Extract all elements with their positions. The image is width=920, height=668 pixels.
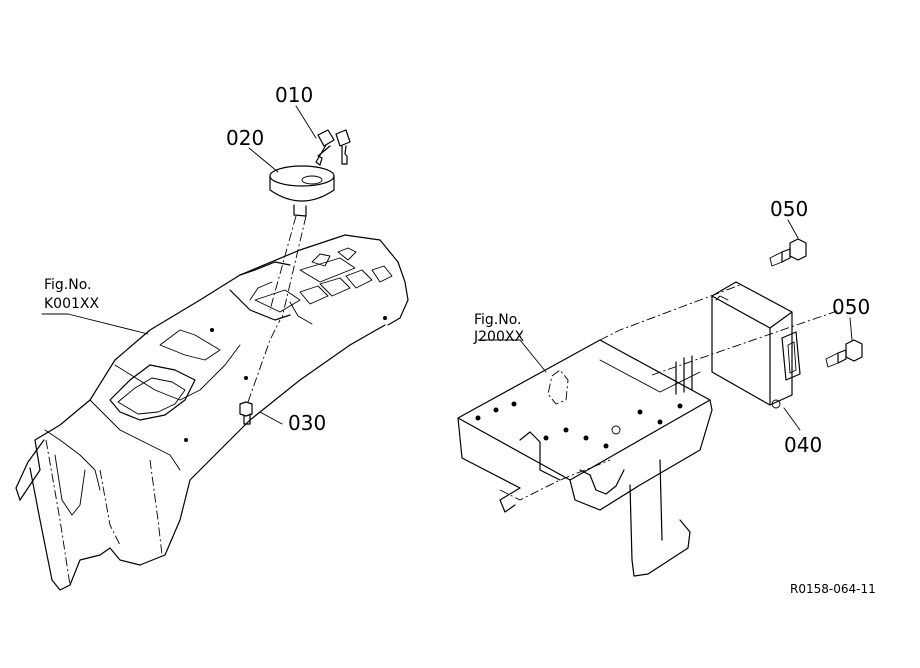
screw-icon: [239, 319, 281, 425]
fig-ref-left-prefix: Fig.No.: [44, 277, 92, 293]
fig-ref-right-prefix: Fig.No.: [474, 312, 522, 328]
key-set-icon: [315, 129, 351, 166]
part-number-030: 030: [288, 411, 326, 435]
part-number-010: 010: [275, 83, 313, 107]
part-number-020: 020: [226, 126, 264, 150]
key-switch-icon: [269, 165, 335, 319]
bolt-icon: [769, 238, 807, 267]
part-number-050-lower: 050: [832, 295, 870, 319]
panel-cover-drawing: [15, 234, 409, 591]
fig-ref-right-code: J200XX: [473, 329, 524, 345]
bracket-drawing: [457, 284, 841, 577]
bolt-icon: [825, 339, 863, 368]
control-unit-icon: [711, 281, 801, 409]
part-number-050-upper: 050: [770, 197, 808, 221]
part-number-040: 040: [784, 433, 822, 457]
drawing-code: R0158-064-11: [790, 582, 876, 596]
fig-ref-left-code: K001XX: [44, 296, 99, 312]
